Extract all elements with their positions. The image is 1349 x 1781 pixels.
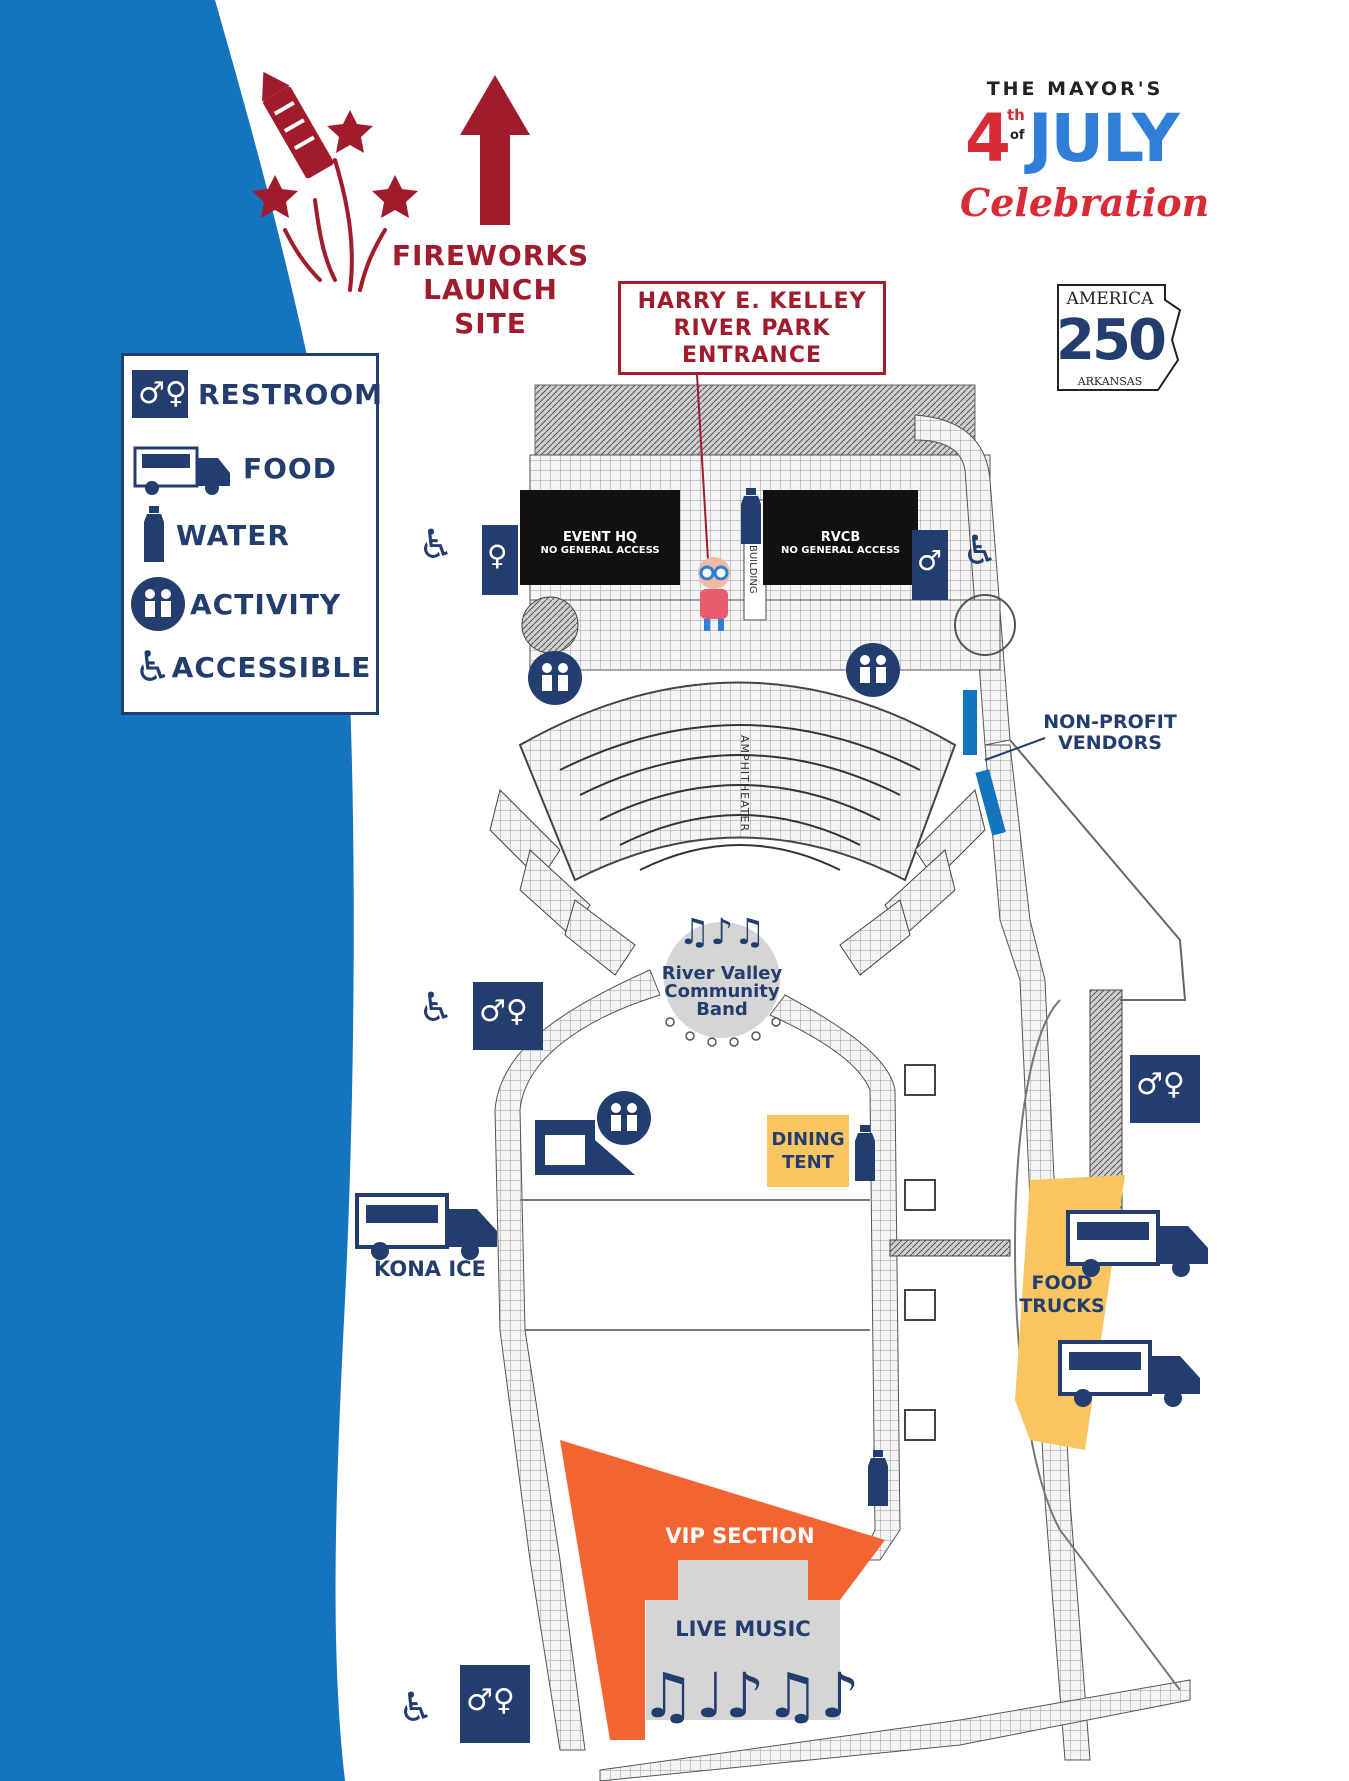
restroom-icon: ♂♀ (460, 1665, 530, 1743)
fireworks-launch-label: FIREWORKS LAUNCH SITE (391, 239, 590, 340)
wheelchair-icon: ♿ (398, 1685, 434, 1731)
nonprofit-booth (975, 769, 1006, 836)
water-bottle-icon (741, 488, 761, 544)
dining-tent-label: DINING TENT (771, 1129, 845, 1173)
activity-icon (846, 643, 900, 697)
nonprofit-booth (963, 690, 977, 755)
music-notes-icon: ♫♩♪♫♪ (640, 1659, 860, 1732)
fountain (521, 596, 579, 654)
food-truck-icon (355, 1193, 497, 1260)
legend-food: FOOD (130, 438, 337, 498)
restroom-icon: ♂♀ (473, 982, 543, 1050)
legend-activity: ACTIVITY (130, 576, 341, 632)
restroom-icon: ♀ (482, 525, 518, 595)
arkansas-label: ARKANSAS (1077, 375, 1143, 388)
parking-area (534, 384, 976, 456)
logo-line3: Celebration (960, 180, 1210, 225)
amphitheater-seating (489, 681, 986, 976)
logo-ordinal-top: th (1007, 106, 1025, 124)
logo-number: 4 (965, 100, 1011, 177)
restroom-icon: ♂♀ (1130, 1055, 1200, 1123)
live-music-stage (646, 1560, 840, 1720)
music-notes-icon: ♫♪♫ (678, 912, 766, 953)
live-music-label: LIVE MUSIC (675, 1617, 811, 1641)
entrance-pointer (696, 374, 709, 561)
amphitheater-label: AMPHITHEATER (738, 735, 751, 833)
fireworks-graphic (252, 71, 418, 292)
vip-section-label: VIP SECTION (665, 1524, 815, 1548)
nonprofit-vendors-label: NON-PROFIT VENDORS (1043, 711, 1177, 754)
logo-ordinal-bottom: of (1010, 128, 1025, 143)
wheelchair-icon: ♿ (962, 528, 998, 574)
legend-restroom: ♂♀ RESTROOM (132, 370, 383, 418)
water-bottle-icon (144, 506, 164, 562)
america-number: 250 (1056, 308, 1167, 373)
logo-line1: THE MAYOR'S (986, 78, 1164, 100)
park-entrance-label: HARRY E. KELLEY RIVER PARK ENTRANCE (618, 281, 886, 375)
band-label: River Valley Community Band (661, 963, 783, 1020)
kona-ice-label: KONA ICE (374, 1257, 486, 1281)
event-hq-building: EVENT HQ NO GENERAL ACCESS (520, 490, 680, 585)
you-are-here-marker (698, 557, 730, 631)
dining-tent (767, 1115, 849, 1187)
water-bottle-icon (855, 1125, 875, 1181)
building-label: BUILDING (747, 545, 758, 594)
west-path (494, 969, 661, 1751)
activity-icon (131, 577, 185, 631)
food-truck-icon (1066, 1210, 1208, 1277)
map-legend: ♂♀ RESTROOM FOOD WATER ACTIVITY ♿ ACCESS… (121, 353, 382, 715)
wheelchair-icon: ♿ (418, 985, 454, 1031)
arrow-up-icon (460, 75, 530, 225)
rvcb-building: RVCB NO GENERAL ACCESS (763, 490, 918, 585)
east-rotunda (954, 594, 1016, 656)
event-logo: THE MAYOR'S 4 th of JULY Celebration (960, 78, 1210, 225)
activity-icon (597, 1091, 651, 1145)
band-stage (664, 922, 780, 1038)
food-truck-icon (1058, 1340, 1200, 1407)
footbridge (889, 1239, 1011, 1257)
restroom-icon: ♂ (912, 530, 948, 600)
water-bottle-icon (868, 1450, 888, 1506)
wheelchair-icon: ♿ (418, 522, 454, 568)
legend-accessible: ♿ ACCESSIBLE (134, 642, 372, 691)
wheelchair-icon: ♿ (134, 642, 172, 691)
activity-icon (528, 651, 582, 705)
restroom-icon: ♂♀ (132, 370, 188, 418)
bounce-house-icon (535, 1120, 635, 1175)
america-label: AMERICA (1066, 289, 1154, 309)
food-trucks-label: FOOD TRUCKS (1019, 1272, 1105, 1317)
logo-month: JULY (1028, 100, 1180, 177)
food-truck-icon (133, 446, 230, 495)
legend-water: WATER (142, 506, 290, 564)
america-250-logo: AMERICA 250 ARKANSAS (1040, 280, 1185, 400)
